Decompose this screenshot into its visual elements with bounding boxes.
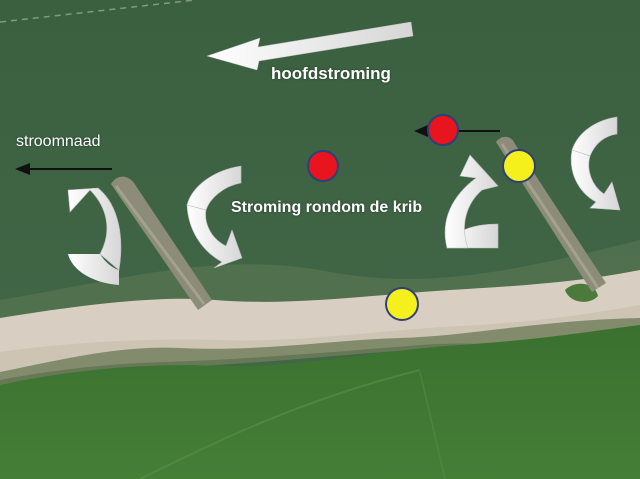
main-current-label: hoofdstroming <box>271 64 391 83</box>
eddy-arrow-icon <box>444 154 499 249</box>
eddy-arrow-icon <box>67 187 122 285</box>
land-track-2 <box>419 371 446 479</box>
land-track <box>139 369 421 479</box>
seam-arrow-icon <box>15 163 112 175</box>
yellow-marker <box>502 149 536 183</box>
current-seam-label: stroomnaad <box>16 133 101 150</box>
map-title: Stroming rondom de krib <box>231 199 423 216</box>
eddy-arrow-icon <box>570 116 621 211</box>
dune-edge <box>0 318 640 388</box>
yellow-marker <box>385 287 419 321</box>
groyne-left <box>111 176 212 310</box>
land-area <box>0 325 640 479</box>
main-current-arrow-icon <box>206 21 414 71</box>
red-marker <box>427 114 459 146</box>
eddy-arrow-icon <box>186 165 243 269</box>
red-marker <box>307 150 339 182</box>
